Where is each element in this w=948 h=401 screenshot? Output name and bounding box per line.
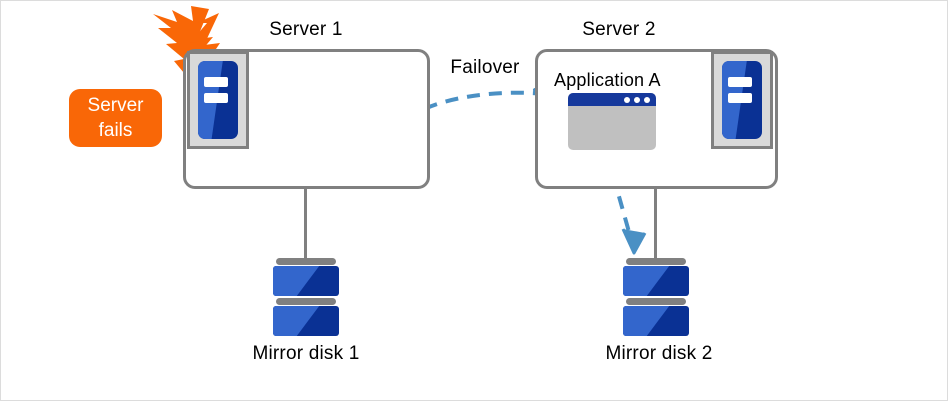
disk-body-1 bbox=[623, 266, 689, 296]
window-dot-3 bbox=[644, 97, 650, 103]
disk-cap-2 bbox=[626, 298, 686, 305]
window-dot-1 bbox=[624, 97, 630, 103]
disk-body-highlight bbox=[273, 266, 320, 296]
disk-body-highlight bbox=[623, 266, 670, 296]
server1-tower-icon bbox=[187, 51, 249, 149]
mirror-disk-1-icon bbox=[273, 258, 339, 342]
server-fails-line1: Server bbox=[87, 95, 144, 116]
server-icon-body bbox=[198, 61, 238, 139]
disk-cap-1 bbox=[626, 258, 686, 265]
disk-access-arrow-path bbox=[605, 153, 633, 240]
disk-body-highlight bbox=[273, 306, 320, 336]
disk-body-2 bbox=[623, 306, 689, 336]
server-icon-bar-2 bbox=[727, 92, 753, 104]
server-icon-bar-1 bbox=[203, 76, 229, 87]
server2-title: Server 2 bbox=[582, 19, 656, 40]
failover-label: Failover bbox=[450, 57, 520, 78]
disk-cap-2 bbox=[276, 298, 336, 305]
server-icon-bar-1 bbox=[727, 76, 753, 87]
server2-tower-icon bbox=[711, 51, 773, 149]
disk-access-arrowhead-icon bbox=[621, 228, 647, 255]
application-window-titlebar bbox=[568, 93, 656, 106]
mirror-disk-2-label: Mirror disk 2 bbox=[605, 343, 713, 364]
server-fails-line2: fails bbox=[98, 120, 133, 141]
application-a-label: Application A bbox=[554, 70, 661, 90]
server-icon-bar-2 bbox=[203, 92, 229, 104]
application-window-icon bbox=[568, 93, 656, 150]
server-fails-callout[interactable]: Server fails bbox=[69, 89, 162, 147]
server-icon-body bbox=[722, 61, 762, 139]
disk-cap-1 bbox=[276, 258, 336, 265]
server1-title: Server 1 bbox=[269, 19, 343, 40]
disk-body-highlight bbox=[623, 306, 670, 336]
disk-body-1 bbox=[273, 266, 339, 296]
mirror-disk-1-label: Mirror disk 1 bbox=[252, 343, 360, 364]
disk-body-2 bbox=[273, 306, 339, 336]
window-dot-2 bbox=[634, 97, 640, 103]
mirror-disk-2-icon bbox=[623, 258, 689, 342]
